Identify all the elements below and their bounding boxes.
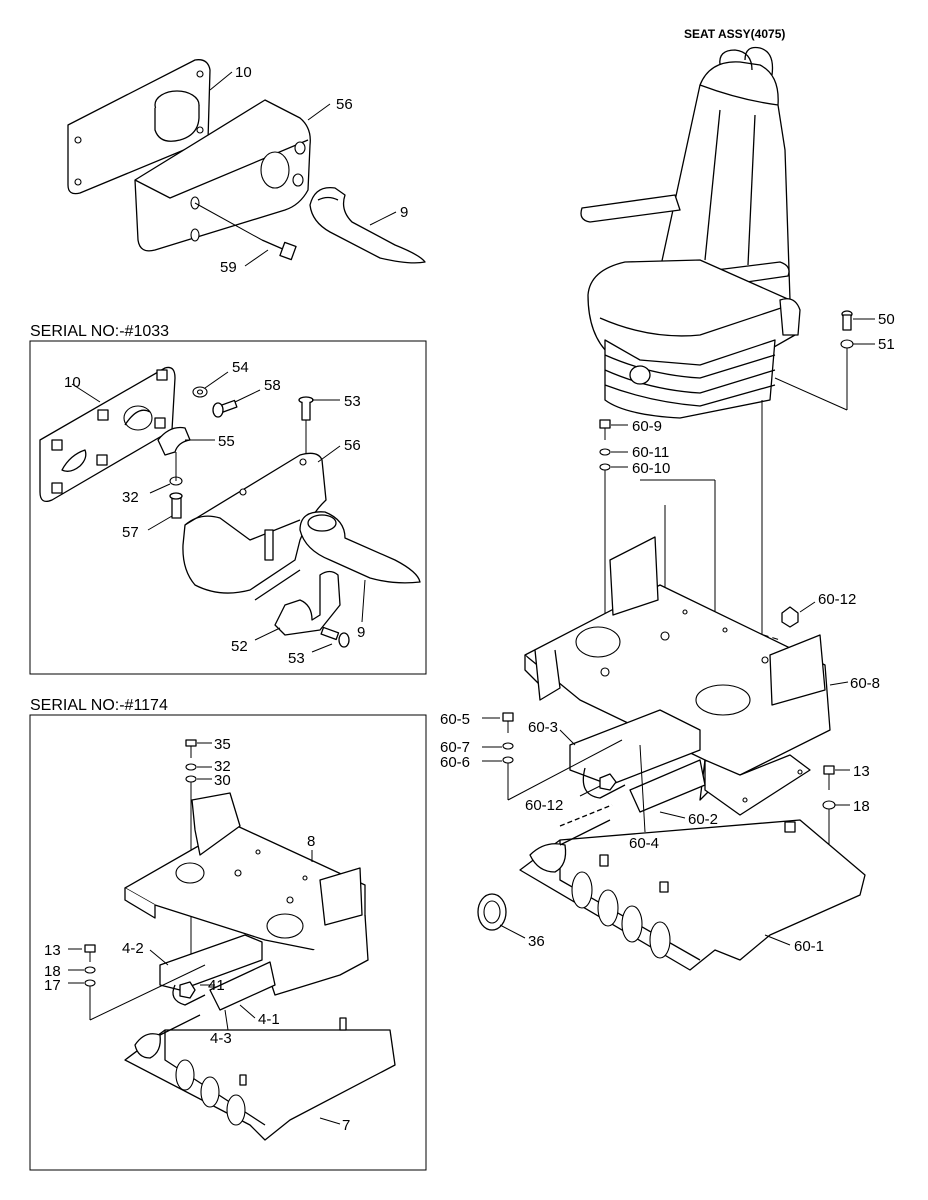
callout-60-12-seat-upper: 60-12 [818,591,856,608]
callout-4-2-1174: 4-2 [122,940,144,957]
callout-60-5-seat: 60-5 [440,711,470,728]
lever-9-drawing [309,186,426,264]
section-1033-parts: 10 54 58 53 55 56 32 57 52 53 9 [39,359,421,667]
section-label-1033: SERIAL NO:-#1033 [30,323,169,340]
callout-13-1174: 13 [44,942,61,959]
top-parts-group: 10 56 9 59 [67,59,426,276]
callout-51-seat: 51 [878,336,895,353]
callout-58-1033: 58 [264,377,281,394]
callout-18-1174: 18 [44,963,61,980]
cover-56-1033-drawing [182,452,327,594]
callout-60-7-seat: 60-7 [440,739,470,756]
seat-assembly-group: 50 51 60-9 60-11 60-10 60-12 60-8 60-5 6… [440,46,895,971]
callout-60-6-seat: 60-6 [440,754,470,771]
callout-10-top: 10 [235,64,252,81]
section-box-1174 [29,714,427,1171]
callout-50-seat: 50 [878,311,895,328]
section-label-1174: SERIAL NO:-#1174 [30,697,168,714]
callout-8-1174: 8 [307,833,315,850]
callout-35-1174: 35 [214,736,231,753]
callout-60-3-seat: 60-3 [528,719,558,736]
callout-60-9-seat: 60-9 [632,418,662,435]
section-box-1033 [29,340,427,675]
callout-13-seat: 13 [853,763,870,780]
callout-60-11-seat: 60-11 [632,444,669,461]
callout-60-10-seat: 60-10 [632,460,670,477]
callout-36-seat: 36 [528,933,545,950]
callout-32-1033: 32 [122,489,139,506]
callout-53-1033-top: 53 [344,393,361,410]
callout-53-1033-bottom: 53 [288,650,305,667]
callout-30-1174: 30 [214,772,231,789]
callout-9-top: 9 [400,204,408,221]
callout-32-1174: 32 [214,758,231,775]
callout-54-1033: 54 [232,359,249,376]
callout-10-1033: 10 [64,374,81,391]
callout-60-12-seat-lower: 60-12 [525,797,563,814]
callout-60-1-seat: 60-1 [794,938,824,955]
callout-18-seat: 18 [853,798,870,815]
callout-60-2-seat: 60-2 [688,811,718,828]
callout-56-1033: 56 [344,437,361,454]
diagram-title: SEAT ASSY(4075) [684,27,785,41]
section-1174-parts: 35 32 30 8 13 4-2 18 17 41 4-1 4-3 7 [44,736,396,1141]
callout-4-3-1174: 4-3 [210,1030,232,1047]
callout-60-8-seat: 60-8 [850,675,880,692]
callout-55-1033: 55 [218,433,235,450]
callout-52-1033: 52 [231,638,248,655]
callout-17-1174: 17 [44,977,61,994]
callout-4-1-1174: 4-1 [258,1011,280,1028]
callout-60-4-seat: 60-4 [629,835,659,852]
callout-9-1033: 9 [357,624,365,641]
callout-41-1174: 41 [208,977,225,994]
callout-59-top: 59 [220,259,237,276]
callout-57-1033: 57 [122,524,139,541]
callout-7-1174: 7 [342,1117,350,1134]
callout-56-top: 56 [336,96,353,113]
